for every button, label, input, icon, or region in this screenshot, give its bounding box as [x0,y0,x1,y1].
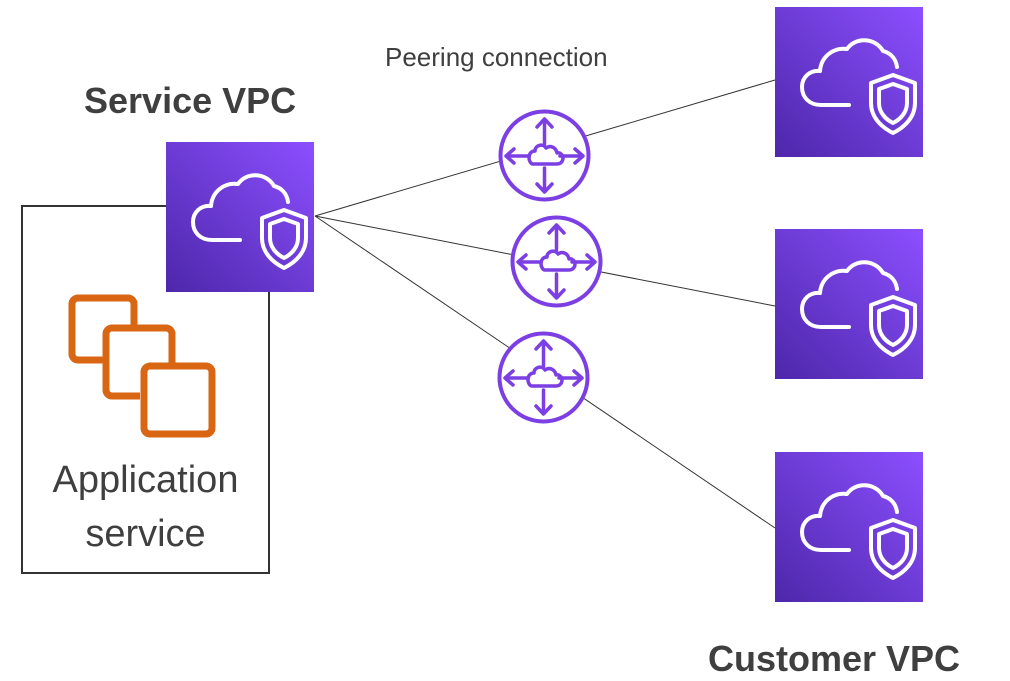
peering-router-icon-2 [509,214,604,309]
service-vpc-title: Service VPC [84,80,297,121]
peering-router-icon-1 [497,108,592,203]
service-vpc-icon [166,142,314,292]
customer-vpc-icon-2 [775,229,923,379]
peering-router-icon-3 [496,330,591,425]
application-label-line1: Application [52,459,239,501]
customer-vpc-icon-3 [775,452,923,602]
application-service-box [21,205,270,574]
application-label-line2: service [85,513,206,555]
application-instances-icon [68,294,216,438]
customer-vpc-icon-1 [775,7,923,157]
application-service-label: Application service [21,453,270,561]
customer-vpc-title: Customer VPC [708,638,961,679]
peering-connection-label: Peering connection [385,42,608,72]
